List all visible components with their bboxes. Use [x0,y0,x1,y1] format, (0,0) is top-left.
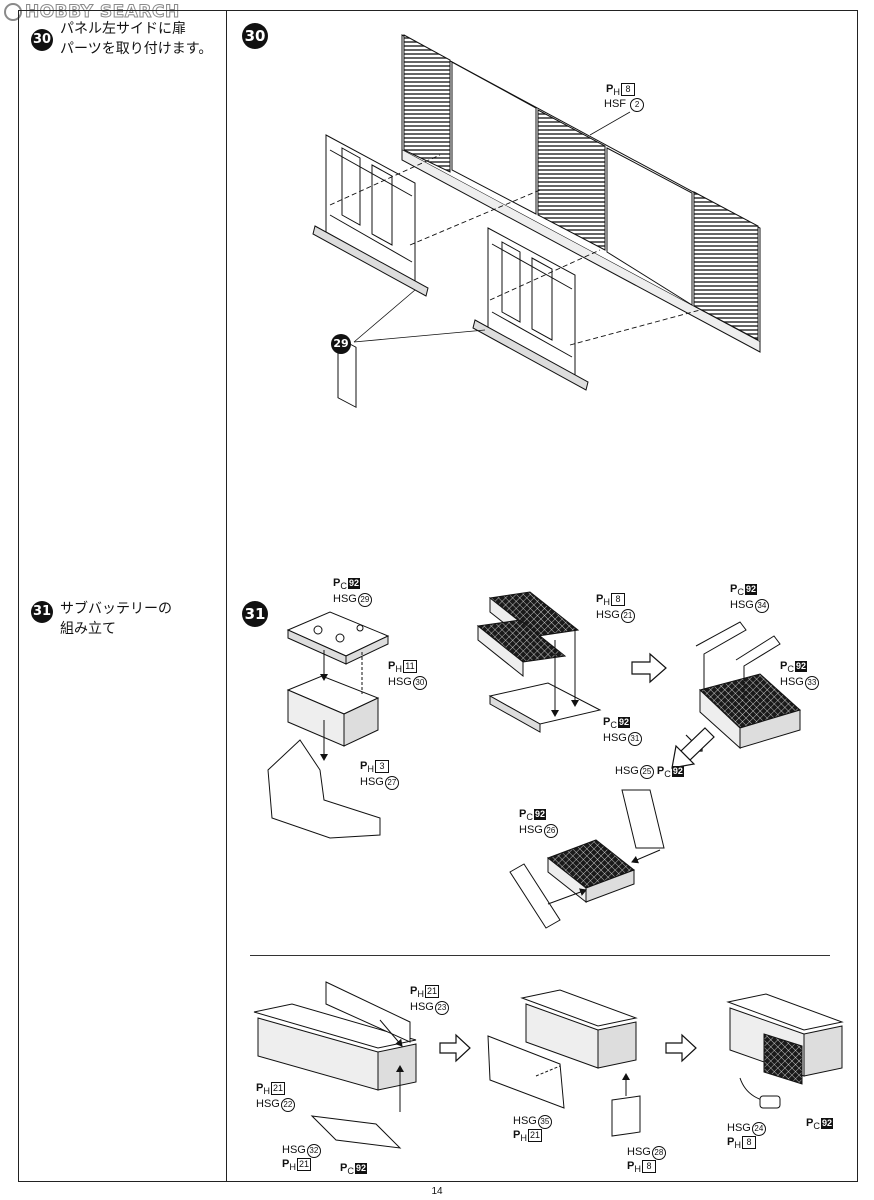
page-number: 14 [431,1186,443,1197]
process-arrow-2 [671,727,715,769]
step-31-badge: 31 [31,601,53,623]
panel-part-label: HSF 2 [604,98,645,112]
frame-assembly-2 [487,989,641,1137]
side-panel-drawing [312,34,761,409]
frame-assembly-1 [253,981,417,1149]
step-30-diagram-badge: 30 [242,23,268,49]
step-30-instruction-line1: パネル左サイドに扉 [60,21,186,37]
door-panel-left [312,134,429,409]
battery-base-stack [267,611,390,839]
page-frame [18,10,858,1182]
step-30-instruction-line2: パーツを取り付けます。 [60,41,213,57]
hobby-search-watermark: HOBBY SEARCH [4,2,180,23]
watermark-logo-icon [4,3,22,21]
process-arrow-1 [631,652,667,684]
watermark-text: HOBBY SEARCH [25,2,180,23]
frame-assembly-3 [726,993,844,1109]
column-divider [226,10,227,1182]
step-31-diagram-badge: 31 [242,601,268,627]
step-31-instruction-line1: サブバッテリーの [60,601,172,617]
step-31-instruction-line2: 組み立て [60,621,116,637]
battery-cover-assembly [476,591,602,733]
battery-final-cover [509,789,665,929]
battery-with-handles [695,621,801,750]
process-arrow-4 [665,1033,697,1063]
step-30-badge: 30 [31,29,53,51]
door-panel-right [472,227,589,391]
process-arrow-3 [439,1033,471,1063]
section-divider [250,955,830,956]
door-part-badge: 29 [331,334,351,354]
